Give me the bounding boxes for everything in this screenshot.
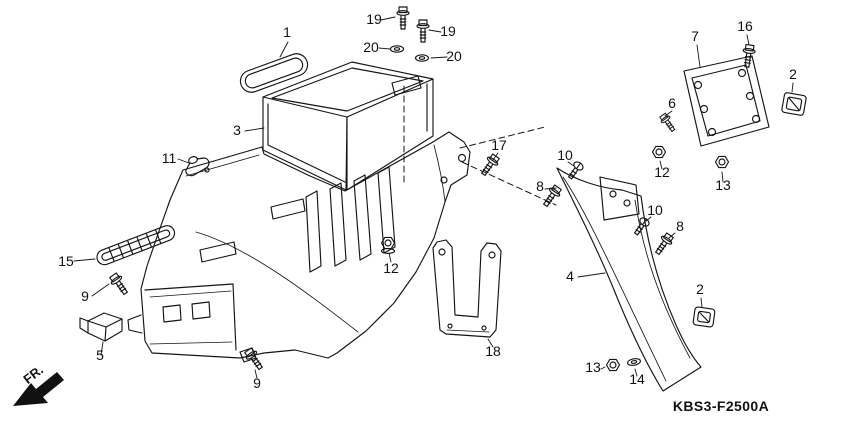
strap [96,225,176,266]
callout-6: 6 [668,95,676,111]
callout-3: 3 [233,122,241,138]
callout-13-bottom: 13 [585,359,601,375]
fr-arrow-icon [13,372,64,406]
callout-15: 15 [58,253,74,269]
mount-bracket [432,239,502,338]
callout-4: 4 [566,268,574,284]
bolt-6 [657,111,678,134]
callout-10-right: 10 [647,202,663,218]
callout-7: 7 [691,28,699,44]
callout-12-right: 12 [654,164,670,180]
callout-11: 11 [162,150,177,166]
callout-20-right: 20 [446,48,462,64]
nut-13-bottom [605,358,621,372]
gasket-seal [239,53,309,93]
callout-labels: 1 3 11 15 9 5 9 12 17 18 19 19 20 20 10 … [58,11,797,391]
callout-1: 1 [283,24,291,40]
callout-13-right: 13 [715,177,731,193]
callout-9-bottom: 9 [253,375,261,391]
bolt-19-left [396,6,410,30]
bolt-9-bottom [242,346,267,373]
battery-box [262,61,434,191]
rubber-grommet-top [781,92,807,116]
cover-box [79,312,123,342]
callout-16: 16 [737,18,753,34]
rear-fender-body [127,131,471,363]
callout-19-left: 19 [366,11,382,27]
washer-14 [626,357,642,367]
nut-12-center-flange [380,248,396,254]
bolt-17 [477,152,502,179]
nut-13-right [714,155,730,169]
callout-14: 14 [629,371,645,387]
fr-direction-indicator: FR. [13,362,64,406]
callout-20-left: 20 [363,39,379,55]
bolt-19-right [416,19,430,43]
fr-label: FR. [20,362,46,387]
washer-20-left [389,45,405,53]
rear-mudguard [556,167,702,392]
washer-20-right [414,54,430,62]
callout-9-left: 9 [81,288,89,304]
callout-2-bottom: 2 [696,281,704,297]
setting-plate [683,55,770,147]
alignment-lines [403,85,557,206]
latch-clip [185,156,210,177]
callout-17: 17 [491,137,507,153]
callout-12-center: 12 [383,260,399,276]
rubber-grommet-bottom [692,306,716,328]
callout-5: 5 [96,347,104,363]
callout-8-mid: 8 [536,178,544,194]
callout-18: 18 [485,343,501,359]
callout-8-right: 8 [676,218,684,234]
callout-10-mid: 10 [557,147,573,163]
nut-12-right [651,145,667,159]
leader-lines [73,16,794,379]
callout-2-top: 2 [789,66,797,82]
drawing-code: KBS3-F2500A [673,398,769,414]
bolt-9-left [107,271,132,298]
callout-19-right: 19 [440,23,456,39]
